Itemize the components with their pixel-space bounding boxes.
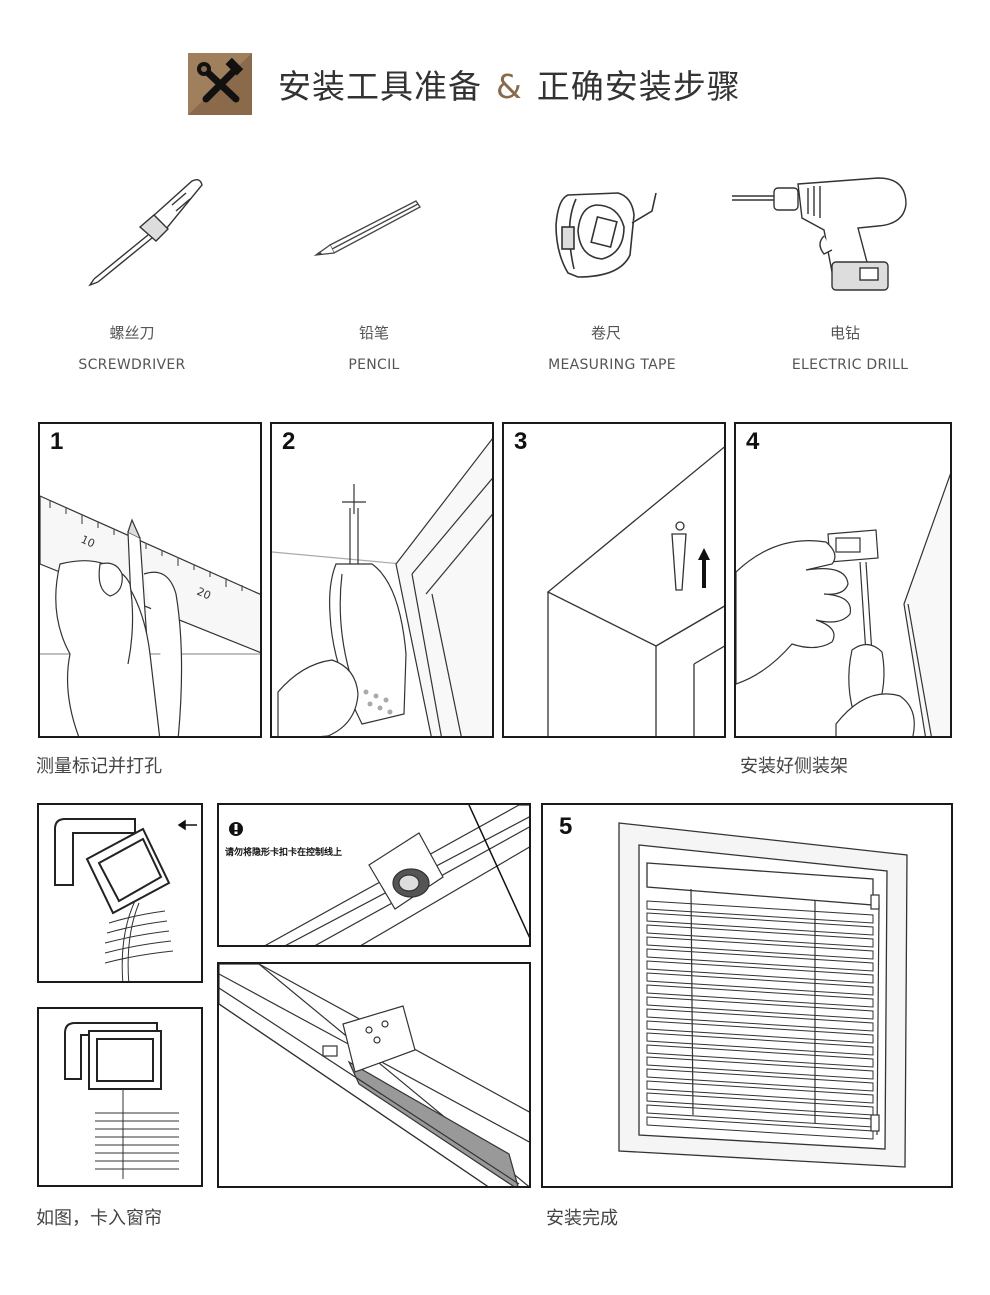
step-number-3: 3 <box>514 428 528 455</box>
pencil-icon <box>313 200 421 256</box>
step-number-1: 1 <box>50 428 64 455</box>
clip-installed-illustration <box>64 1022 179 1179</box>
drill-hole-illustration <box>272 438 492 736</box>
anchor-insert-illustration <box>546 446 724 736</box>
title-left: 安装工具准备 <box>278 67 482 106</box>
clip-detail-top-panel <box>37 803 203 983</box>
caption-install-complete: 安装完成 <box>546 1208 618 1229</box>
blind-slat <box>646 1056 874 1080</box>
title-right: 正确安装步骤 <box>536 67 741 106</box>
screwdriver-icon <box>88 178 203 287</box>
tool-label-en-tape: MEASURING TAPE <box>548 357 676 373</box>
headrail-snap-illustration <box>219 964 529 1186</box>
step-5-panel: 5 <box>541 803 953 1188</box>
ruler-label-10: 10 <box>79 533 97 551</box>
ruler-label-20: 20 <box>195 585 213 603</box>
blind-complete-illustration <box>618 822 908 1168</box>
tool-label-en-pencil: PENCIL <box>348 357 400 373</box>
headrail-clip-panel: 请勿将隐形卡扣卡在控制线上 <box>217 803 531 947</box>
tool-label-cn-tape: 卷尺 <box>590 324 621 342</box>
blind-slat <box>646 1008 874 1032</box>
step-4-panel: 4 <box>734 422 952 738</box>
caption-snap-blind: 如图，卡入窗帘 <box>36 1208 162 1229</box>
caption-measure-drill: 测量标记并打孔 <box>36 756 162 777</box>
clip-detail-bottom-panel <box>37 1007 203 1187</box>
tool-label-cn-screwdriver: 螺丝刀 <box>109 324 155 342</box>
left-arrow-icon <box>177 819 197 831</box>
step-2-panel: 2 <box>270 422 494 738</box>
warning-text: 请勿将隐形卡扣卡在控制线上 <box>225 848 343 858</box>
step-3-panel: 3 <box>502 422 726 738</box>
blind-slat <box>646 912 874 936</box>
drill-icon <box>732 177 907 291</box>
bracket-install-illustration <box>736 473 950 736</box>
title-amp: & <box>496 67 523 106</box>
page-title: 安装工具准备&正确安装步骤 <box>278 60 741 108</box>
step-1-panel: 10 20 1 <box>38 422 262 738</box>
clip-angled-illustration <box>54 818 197 981</box>
tape-measure-icon <box>555 192 657 278</box>
blind-slat <box>646 1080 874 1104</box>
tool-label-cn-drill: 电钻 <box>829 324 860 342</box>
measure-mark-illustration: 10 20 <box>40 495 260 736</box>
tools-icon <box>188 53 252 115</box>
headrail-warning-illustration <box>229 805 529 945</box>
blind-slat <box>646 900 874 924</box>
tool-label-cn-pencil: 铅笔 <box>358 324 389 342</box>
header-icon-box <box>188 53 252 115</box>
blind-slat <box>646 1044 874 1068</box>
blind-slat <box>646 996 874 1020</box>
blind-slat <box>646 1020 874 1044</box>
blind-slat <box>646 924 874 948</box>
blind-slat <box>646 960 874 984</box>
blind-slat <box>646 1116 874 1140</box>
blind-slat <box>646 1068 874 1092</box>
blind-slat <box>646 972 874 996</box>
step-number-5: 5 <box>559 813 573 840</box>
caption-install-bracket: 安装好侧装架 <box>740 756 848 777</box>
up-arrow-icon <box>698 548 710 588</box>
blind-slat <box>646 984 874 1008</box>
blind-slat <box>646 936 874 960</box>
tool-label-en-drill: ELECTRIC DRILL <box>791 357 909 373</box>
tool-label-en-screwdriver: SCREWDRIVER <box>78 357 186 373</box>
blind-slats <box>646 900 874 1140</box>
blind-slat <box>646 948 874 972</box>
headrail-snap-panel <box>217 962 531 1188</box>
step-number-4: 4 <box>746 428 760 455</box>
step-number-2: 2 <box>282 428 296 455</box>
blind-slat <box>646 1032 874 1056</box>
